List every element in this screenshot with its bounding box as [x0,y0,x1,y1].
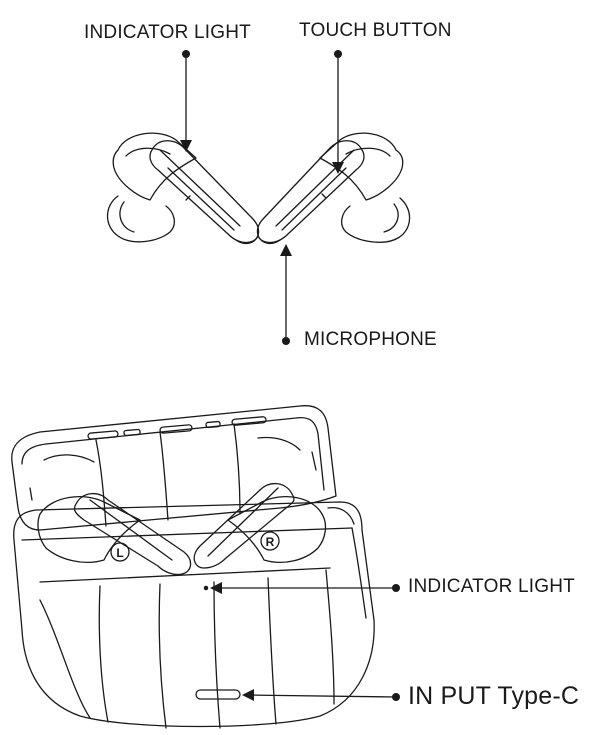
left-earbud [106,132,260,245]
input-type-c-callout [242,689,400,701]
right-marker-text: R [266,535,275,549]
right-earbud [256,132,411,245]
left-marker-text: L [116,546,123,560]
left-marker [110,542,130,562]
indicator-light-label-case: INDICATOR LIGHT [408,576,575,597]
microphone-callout [280,244,292,345]
microphone-label: MICROPHONE [304,329,437,350]
indicator-light-callout-top [180,50,192,152]
touch-button-callout [332,50,344,174]
input-type-c-label: IN PUT Type-C [408,682,580,710]
touch-button-label: TOUCH BUTTON [299,20,452,41]
indicator-light-callout-case [210,582,400,594]
usb-c-port [195,689,241,700]
charging-case [11,405,375,729]
right-marker [260,531,280,551]
indicator-light-label-top: INDICATOR LIGHT [84,22,251,43]
